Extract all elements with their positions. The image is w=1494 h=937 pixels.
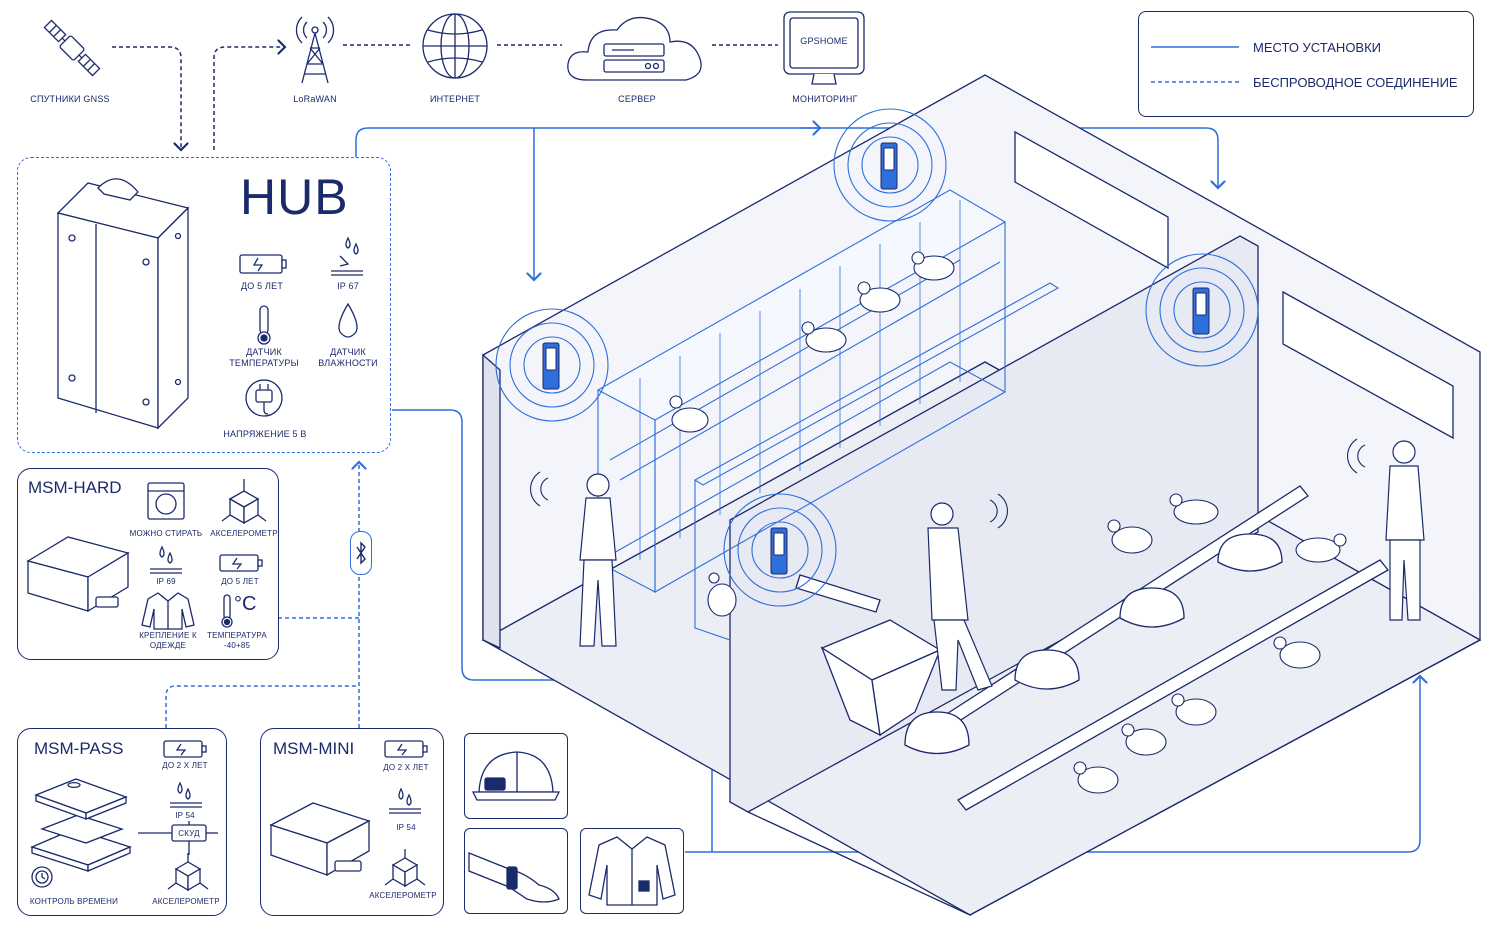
msm-pass-card-stack — [30, 778, 132, 872]
hub-panel: HUB ДО 5 ЛЕТ IP 67 ДА — [17, 157, 391, 453]
temperature-icon — [221, 594, 233, 628]
msm-pass-feature-accelerometer: АКСЕЛЕРОМЕТР — [152, 897, 220, 906]
msm-mini-title: MSM-MINI — [273, 739, 355, 758]
hub-feature-temperature: ДАТЧИК ТЕМПЕРАТУРЫ — [229, 347, 299, 368]
internet-node: ИНТЕРНЕТ — [410, 8, 500, 108]
battery-icon — [163, 740, 207, 758]
battery-icon — [219, 554, 263, 572]
battery-icon — [384, 740, 428, 758]
thermometer-icon — [257, 305, 271, 345]
battery-icon — [239, 254, 287, 274]
hub-feature-ip: IP 67 — [337, 281, 359, 291]
msm-hard-feature-washable: МОЖНО СТИРАТЬ — [129, 529, 203, 538]
worker-signal-arcs — [530, 438, 1366, 529]
msm-pass-feature-ip: IP 54 — [175, 811, 195, 820]
server-label: СЕРВЕР — [618, 94, 656, 104]
jacket-icon — [141, 592, 195, 630]
internet-label: ИНТЕРНЕТ — [429, 94, 481, 104]
antenna-tower-icon — [295, 16, 335, 84]
msm-mini-device — [269, 802, 371, 877]
jacket-mount-box — [580, 828, 684, 914]
jacket-icon — [588, 836, 676, 906]
monitor-icon — [783, 11, 865, 85]
msm-mini-feature-accelerometer: АКСЕЛЕРОМЕТР — [369, 891, 437, 900]
water-drop-icon — [170, 781, 202, 808]
wrist-mount-box — [464, 828, 568, 914]
msm-pass-title: MSM-PASS — [34, 739, 124, 758]
celsius-symbol: °C — [234, 593, 257, 615]
hub-install-points — [495, 108, 1259, 607]
satellite-node: СПУТНИКИ GNSS — [20, 8, 120, 108]
accelerometer-icon — [384, 849, 426, 888]
bluetooth-icon — [356, 541, 366, 565]
msm-pass-feature-battery: ДО 2 Х ЛЕТ — [162, 761, 208, 770]
msm-hard-panel: MSM-HARD ° — [17, 468, 279, 660]
msm-mini-feature-ip: IP 54 — [396, 823, 416, 832]
msm-hard-feature-clothing: КРЕПЛЕНИЕ К ОДЕЖДЕ — [139, 631, 197, 650]
msm-hard-device — [26, 536, 130, 613]
globe-icon — [422, 13, 488, 79]
msm-pass-feature-time: КОНТРОЛЬ ВРЕМЕНИ — [29, 897, 119, 906]
monitoring-node: GPSHOME МОНИТОРИНГ — [778, 8, 872, 108]
cloud-server-icon — [567, 16, 702, 81]
msm-mini-panel: MSM-MINI ДО 2 Х ЛЕТ IP 54 АКСЕЛЕРОМЕТР — [260, 728, 444, 916]
hub-title: HUB — [240, 169, 349, 225]
monitor-screen-text: GPSHOME — [800, 36, 848, 46]
access-control-icon — [138, 821, 218, 855]
hub-feature-battery: ДО 5 ЛЕТ — [240, 281, 284, 291]
helmet-icon — [471, 751, 561, 801]
power-plug-icon — [245, 379, 283, 417]
msm-hard-feature-battery: ДО 5 ЛЕТ — [221, 577, 259, 586]
hub-feature-humidity: ДАТЧИК ВЛАЖНОСТИ — [318, 347, 378, 368]
clock-icon — [31, 866, 53, 888]
satellite-icon — [43, 19, 101, 77]
lorawan-node: LoRaWAN — [280, 8, 350, 108]
water-drop-icon — [331, 236, 363, 276]
lorawan-label: LoRaWAN — [293, 94, 337, 104]
washing-machine-icon — [147, 482, 185, 520]
helmet-mount-box — [464, 733, 568, 819]
accelerometer-icon — [167, 853, 209, 892]
hub-feature-voltage: НАПРЯЖЕНИЕ 5 В — [223, 429, 307, 439]
legend-installation: МЕСТО УСТАНОВКИ — [1253, 40, 1382, 55]
water-drop-icon — [389, 787, 421, 814]
legend-box: МЕСТО УСТАНОВКИ БЕСПРОВОДНОЕ СОЕДИНЕНИЕ — [1138, 11, 1474, 117]
msm-mini-feature-battery: ДО 2 Х ЛЕТ — [383, 763, 429, 772]
msm-pass-feature-access: СКУД — [178, 829, 200, 838]
monitoring-label: МОНИТОРИНГ — [792, 94, 858, 104]
msm-hard-feature-accelerometer: АКСЕЛЕРОМЕТР — [210, 529, 278, 538]
hub-device-image — [56, 178, 190, 430]
bluetooth-badge — [350, 531, 372, 575]
accelerometer-icon — [221, 479, 267, 525]
satellites-label: СПУТНИКИ GNSS — [30, 94, 110, 104]
workers — [579, 440, 1425, 691]
feeder-domes — [904, 533, 1283, 755]
water-drop-icon — [150, 545, 182, 574]
legend-wireless: БЕСПРОВОДНОЕ СОЕДИНЕНИЕ — [1253, 75, 1458, 90]
humidity-icon — [338, 302, 358, 338]
msm-hard-feature-temperature: ТЕМПЕРАТУРА -40+85 — [207, 631, 267, 650]
msm-hard-feature-ip: IP 69 — [156, 577, 176, 586]
chickens — [669, 251, 1347, 794]
msm-hard-title: MSM-HARD — [28, 478, 122, 497]
server-node: СЕРВЕР — [562, 8, 712, 108]
msm-pass-panel: MSM-PASS ДО 2 Х ЛЕТ IP 54 — [17, 728, 227, 916]
wrist-icon — [468, 852, 560, 903]
